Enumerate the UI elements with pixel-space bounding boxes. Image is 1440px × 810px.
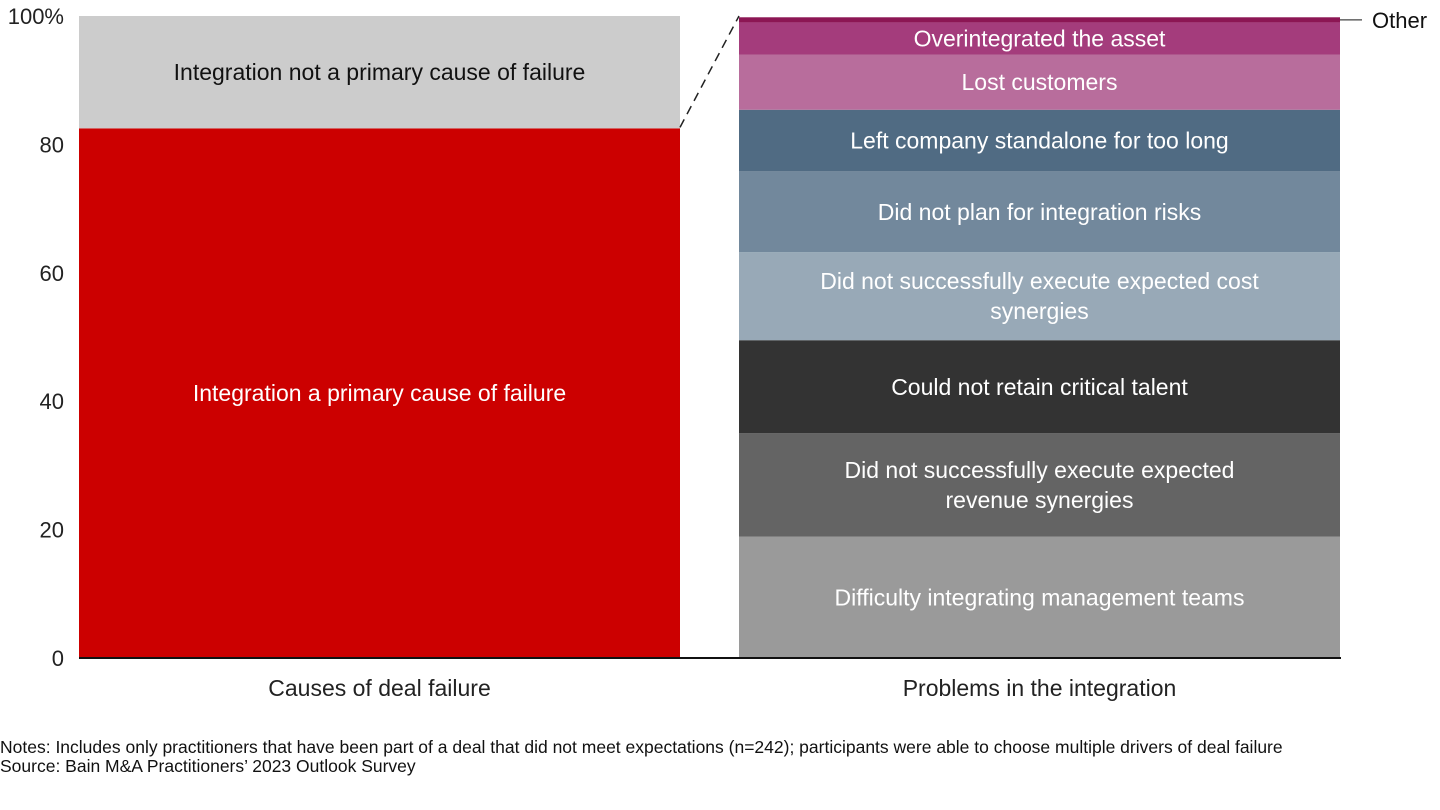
connector-dashed-line bbox=[679, 15, 740, 128]
segment-label: Difficulty integrating management teams bbox=[835, 584, 1245, 610]
bar-segment bbox=[739, 171, 1340, 253]
bar-segment bbox=[739, 536, 1340, 658]
y-tick-label: 80 bbox=[40, 132, 64, 157]
bar-segment bbox=[739, 340, 1340, 434]
y-tick-label: 20 bbox=[40, 518, 64, 543]
segment-label: Other bbox=[1372, 8, 1427, 33]
bar-segment bbox=[739, 109, 1340, 172]
segment-label: Did not successfully execute expected bbox=[845, 457, 1235, 483]
bar-segment bbox=[739, 17, 1340, 23]
notes-text: Notes: Includes only practitioners that … bbox=[0, 737, 1283, 757]
stacked-bar-chart: 0 20 40 60 80 100% Integration a primary cause… bbox=[8, 4, 1427, 701]
segment-label: Did not successfully execute expected co… bbox=[820, 268, 1259, 294]
chart-notes: Notes: Includes only practitioners that … bbox=[0, 738, 1440, 776]
bar-segment bbox=[739, 252, 1340, 341]
bar-segment bbox=[79, 16, 680, 129]
segment-label: synergies bbox=[990, 298, 1088, 324]
segment-label: Integration not a primary cause of failu… bbox=[174, 59, 586, 85]
bar-segment bbox=[79, 128, 680, 659]
category-label: Causes of deal failure bbox=[268, 675, 490, 701]
bar-segment bbox=[739, 54, 1340, 110]
segment-label: revenue synergies bbox=[946, 487, 1134, 513]
segment-label: Did not plan for integration risks bbox=[878, 199, 1201, 225]
category-label: Problems in the integration bbox=[903, 675, 1177, 701]
y-tick-label: 100% bbox=[8, 4, 64, 29]
bar-segment bbox=[739, 22, 1340, 55]
source-text: Source: Bain M&A Practitioners’ 2023 Out… bbox=[0, 756, 416, 776]
bar-segment bbox=[739, 433, 1340, 537]
segment-label: Integration a primary cause of failure bbox=[193, 380, 566, 406]
segment-label: Lost customers bbox=[962, 69, 1118, 95]
y-tick-label: 0 bbox=[52, 646, 64, 671]
y-tick-label: 40 bbox=[40, 389, 64, 414]
segment-label: Overintegrated the asset bbox=[914, 25, 1166, 51]
y-tick-label: 60 bbox=[40, 261, 64, 286]
segment-label: Could not retain critical talent bbox=[891, 374, 1188, 400]
segment-label: Left company standalone for too long bbox=[850, 128, 1228, 154]
